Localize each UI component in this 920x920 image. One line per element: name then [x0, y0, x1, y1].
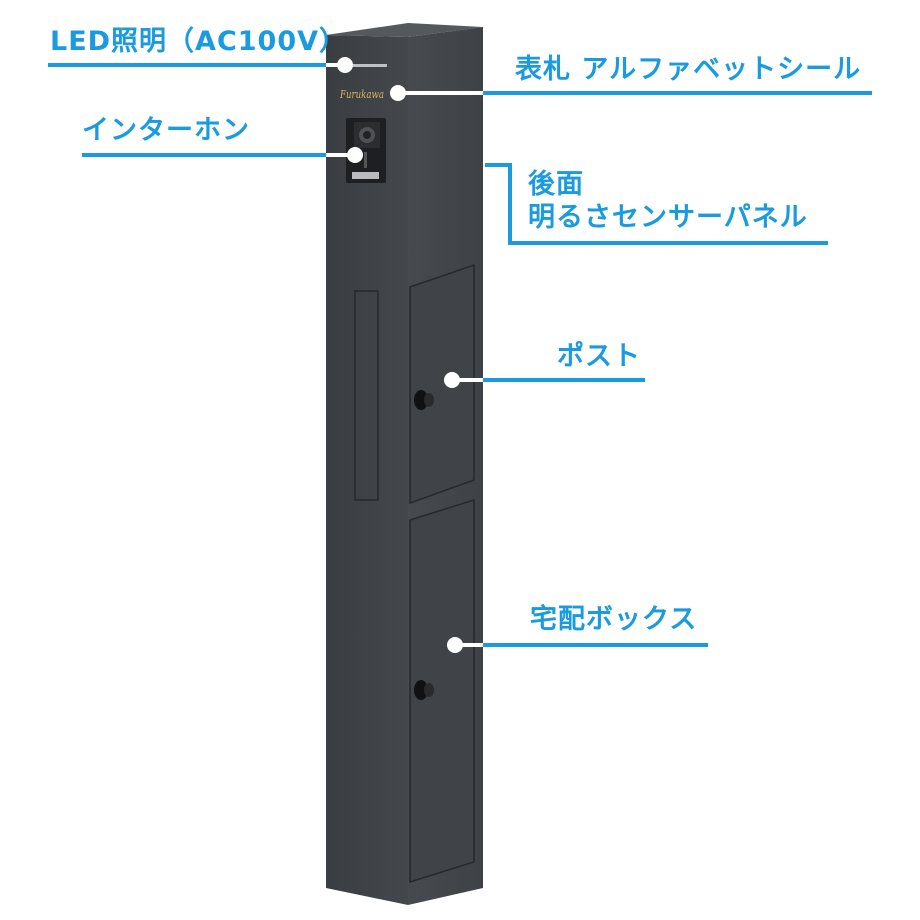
- label-sensor-line2: 明るさセンサーパネル: [528, 202, 808, 233]
- intercom-unit: [346, 118, 386, 183]
- pillar-top: [326, 23, 483, 37]
- leader-intercom: [82, 147, 363, 163]
- leader-sensor-bracket: [485, 163, 828, 245]
- label-post: ポスト: [557, 341, 641, 372]
- leader-post: [444, 372, 645, 388]
- leader-delivery-box: [447, 637, 708, 653]
- led-strip: [340, 64, 387, 67]
- logo: Furukawa: [339, 88, 384, 101]
- pillar-front-face: [326, 35, 408, 905]
- post-lock-knob: [414, 390, 434, 410]
- mail-slot: [354, 290, 379, 501]
- post-door: [409, 263, 475, 505]
- label-led-light: LED照明（AC100V）: [50, 26, 348, 57]
- leader-led: [48, 57, 353, 73]
- label-sensor-line1: 後面: [528, 169, 584, 200]
- delivery-lock-knob: [414, 680, 434, 700]
- label-nameplate: 表札 アルファベットシール: [515, 54, 862, 85]
- leader-nameplate: [390, 85, 872, 101]
- label-delivery-box: 宅配ボックス: [530, 604, 698, 635]
- label-intercom: インターホン: [82, 115, 250, 146]
- delivery-box-door: [409, 498, 475, 884]
